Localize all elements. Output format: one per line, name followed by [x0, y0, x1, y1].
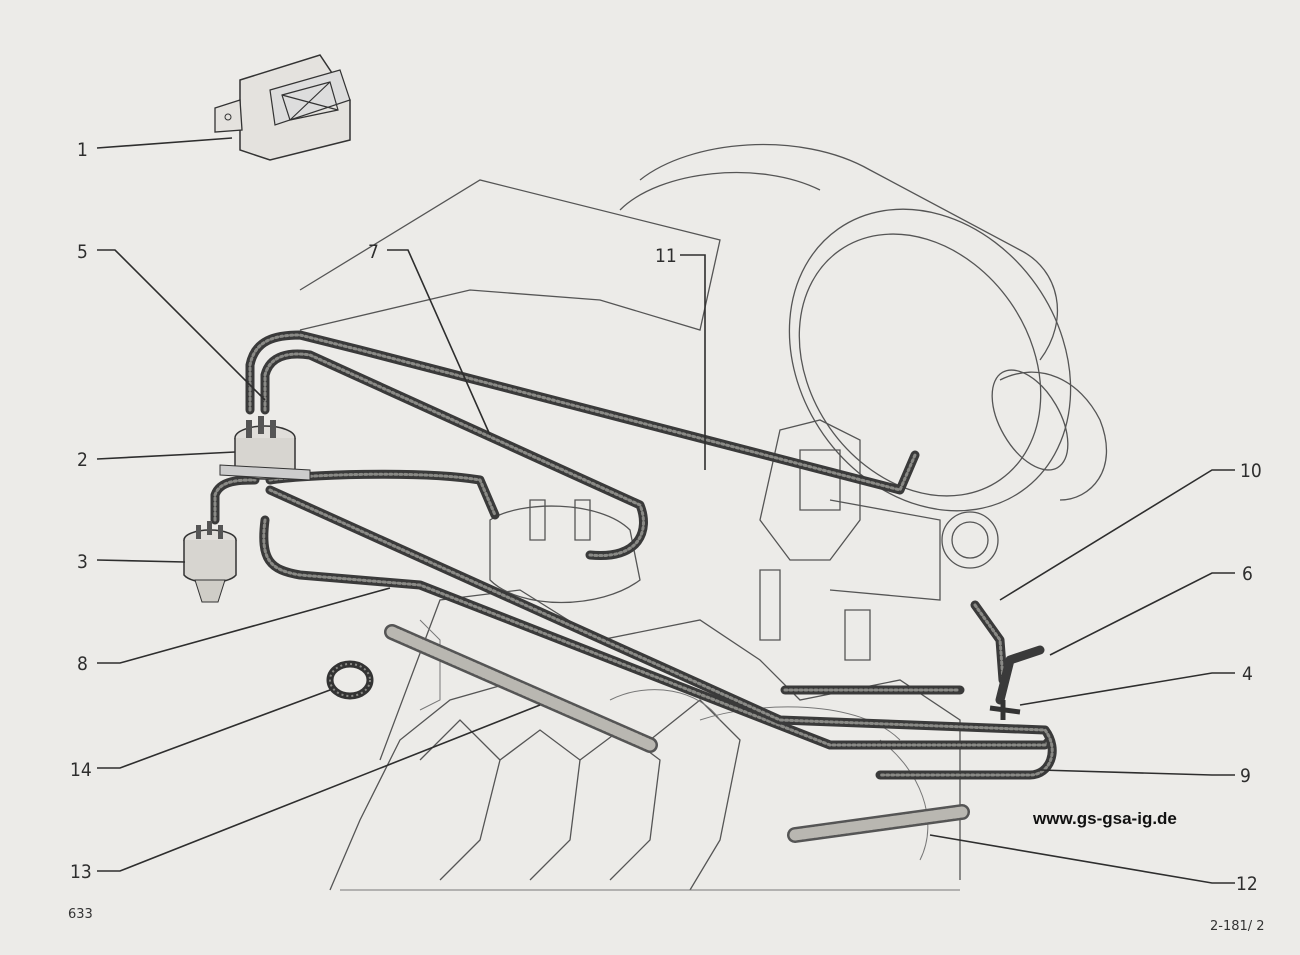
solenoid-valve-part-2 — [219, 416, 311, 481]
engine-block-drawing — [299, 143, 1108, 891]
callout-9: 9 — [1240, 765, 1251, 787]
callout-4: 4 — [1242, 663, 1253, 685]
callout-12: 12 — [1236, 873, 1258, 895]
callout-13: 13 — [70, 861, 92, 883]
callout-7: 7 — [368, 241, 379, 263]
callout-11: 11 — [655, 245, 677, 267]
relay-box-part-1 — [214, 54, 351, 161]
callout-14: 14 — [70, 759, 92, 781]
callout-2: 2 — [77, 449, 88, 471]
callout-1: 1 — [77, 139, 88, 161]
rigid-tubes — [384, 624, 970, 843]
website-watermark: www.gs-gsa-ig.de — [1032, 809, 1177, 828]
callout-leaders — [96, 137, 1235, 884]
callout-5: 5 — [77, 241, 88, 263]
callout-10: 10 — [1240, 460, 1262, 482]
callout-6: 6 — [1242, 563, 1253, 585]
valve-part-3 — [183, 521, 237, 603]
vacuum-hoses — [210, 330, 1057, 780]
callout-8: 8 — [77, 653, 88, 675]
page-reference: 2-181/ 2 — [1210, 919, 1265, 934]
t-connector-part-4 — [989, 700, 1021, 720]
plate-number: 633 — [68, 907, 93, 922]
callout-3: 3 — [77, 551, 88, 573]
callout-numbers: 1 5 7 11 2 3 8 14 13 10 6 4 9 12 — [70, 139, 1262, 895]
hose-clamp-part-14 — [326, 660, 374, 700]
